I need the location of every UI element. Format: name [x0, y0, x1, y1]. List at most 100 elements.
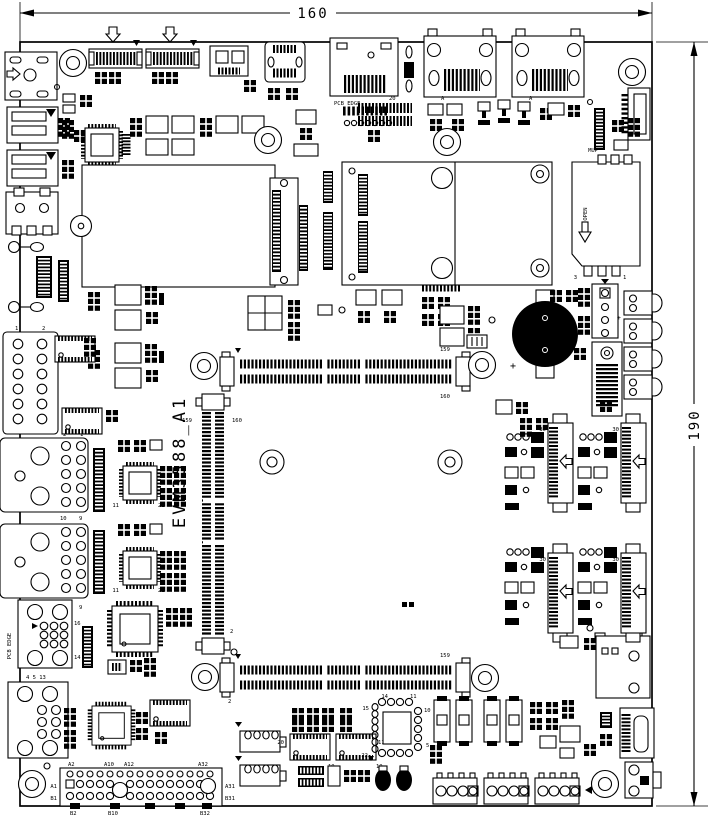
- hdr-b32: B32: [200, 811, 210, 815]
- b2b-vert-2: 2: [230, 629, 233, 635]
- thd-16: 16: [74, 621, 81, 627]
- thb-2: 2: [63, 432, 66, 438]
- ssop2-11: 11: [378, 740, 385, 746]
- usb-connector-bottom-right: [600, 707, 655, 759]
- bottom-caps: [298, 765, 412, 791]
- dimension-width-label: 160: [297, 6, 328, 22]
- thb-9: 9: [79, 516, 82, 522]
- terminal-arrow: [585, 786, 592, 794]
- eth2-a-label: A: [529, 96, 533, 102]
- tha-1: 1: [15, 326, 18, 332]
- tha-2: 2: [42, 326, 45, 332]
- qfp-ic-1: [110, 604, 161, 655]
- sim-open-label: OPEN: [583, 207, 589, 220]
- usb-stack-left: [6, 106, 74, 187]
- sim-mup-label: MUP: [588, 148, 599, 154]
- hdr-a10: A10: [104, 762, 114, 768]
- b2b-connector-bottom: [219, 654, 471, 698]
- hdr-b2: B2: [70, 811, 77, 815]
- mounting-hole-bottom-right: [590, 769, 620, 799]
- b2b-connector-top: [219, 348, 471, 392]
- xfmr-22: 22: [361, 753, 368, 759]
- pcb-edge-label-left: PCB EDGE: [7, 633, 13, 660]
- gpio-header-64pin: [43, 762, 223, 809]
- fpc3-30: 30: [539, 557, 546, 563]
- mid-cluster-left: [88, 285, 333, 388]
- fpc-field: [495, 399, 646, 650]
- sim-pin3-label: 3: [574, 275, 577, 281]
- mid-left-ic-cluster-2: [93, 523, 186, 594]
- thb-1: 1: [80, 432, 83, 438]
- dimension-width: 160: [19, 2, 653, 42]
- thd-14: 14: [74, 655, 81, 661]
- b2b-top-159: 159: [440, 347, 450, 353]
- hdr-b1: B1: [50, 796, 57, 802]
- b2b-bot-159: 159: [440, 653, 450, 659]
- b2b-vert-160: 160: [232, 418, 242, 424]
- th-connector-a: [2, 331, 59, 435]
- b2b-vert-159: 159: [182, 418, 192, 424]
- hdmi-pin20-label: 20: [389, 96, 396, 102]
- hdr-a31: A31: [225, 784, 235, 790]
- connector-top-left: [4, 51, 61, 101]
- fpc-connector-top-2: [145, 26, 200, 84]
- xfmr-15: 15: [362, 706, 369, 712]
- b2b-top-160: 160: [440, 394, 450, 400]
- mid-cluster-center: [338, 284, 496, 349]
- th-connector-e: [7, 681, 69, 759]
- thc-9: 9: [79, 605, 82, 611]
- battery-plus-label: +: [510, 361, 516, 372]
- fpc1-30: 30: [539, 427, 546, 433]
- b2b-connector-vertical: [195, 393, 238, 656]
- th-connector-c: [0, 523, 89, 599]
- tall-relays-bottom: [430, 695, 596, 764]
- ic1-21: 21: [158, 503, 165, 509]
- qfp-ic-2: [90, 704, 133, 747]
- xfmr-11: 11: [410, 694, 417, 700]
- module-card-1: [69, 164, 299, 288]
- thb-10: 10: [60, 516, 67, 522]
- terminal-block-2: [483, 772, 530, 805]
- audio-jack-bottom-right: [624, 761, 662, 799]
- connector-bottom-right-large: [586, 624, 651, 699]
- ethernet-connector-2: [512, 29, 584, 97]
- hdr-b31: B31: [225, 796, 235, 802]
- fpc-connector-top-1: [88, 26, 143, 84]
- xfmr-5: 5: [426, 743, 429, 749]
- coin-cell-battery: [512, 289, 578, 379]
- transformer-footprint: [368, 697, 423, 761]
- qfp1-pads: [82, 608, 192, 677]
- th-connector-d: [17, 599, 73, 669]
- ethernet-connector-1: [424, 29, 496, 97]
- mid-left-ic-cluster-1: [93, 439, 186, 512]
- passives-top-mid: [404, 45, 414, 93]
- ic2-21: 21: [158, 588, 165, 594]
- th-connector-b: [0, 437, 89, 513]
- fpc2-30: 30: [612, 427, 619, 433]
- hdr-b10: B10: [108, 811, 118, 815]
- terminal-block-3: [534, 772, 581, 805]
- b2b-bot-2: 2: [228, 699, 231, 705]
- ic2-11: 11: [112, 588, 119, 594]
- passive-cluster-row2: [58, 93, 640, 157]
- mid-cluster-right: [550, 279, 619, 339]
- left-oval-pads: [7, 240, 45, 314]
- side-connector-top-right: [621, 87, 651, 141]
- hdr-a1: A1: [50, 784, 57, 790]
- eth1-a-label: A: [441, 96, 445, 102]
- ssop1-20: 20: [277, 740, 284, 746]
- sim-card-slot: [571, 154, 641, 277]
- sim-pin1-label: 1: [623, 275, 626, 281]
- fpc4-30: 30: [612, 557, 619, 563]
- xfmr-14: 14: [381, 694, 388, 700]
- ic1-11: 11: [112, 503, 119, 509]
- jumper-grid-rows-bottom: [292, 602, 414, 732]
- molex-connectors: [235, 722, 287, 787]
- dimension-height-label: 190: [687, 409, 703, 440]
- hdr-a2: A2: [68, 762, 75, 768]
- led-plus-1: +: [617, 314, 621, 322]
- usb-c-connector-top: [264, 41, 306, 100]
- xfmr-10: 10: [424, 708, 431, 714]
